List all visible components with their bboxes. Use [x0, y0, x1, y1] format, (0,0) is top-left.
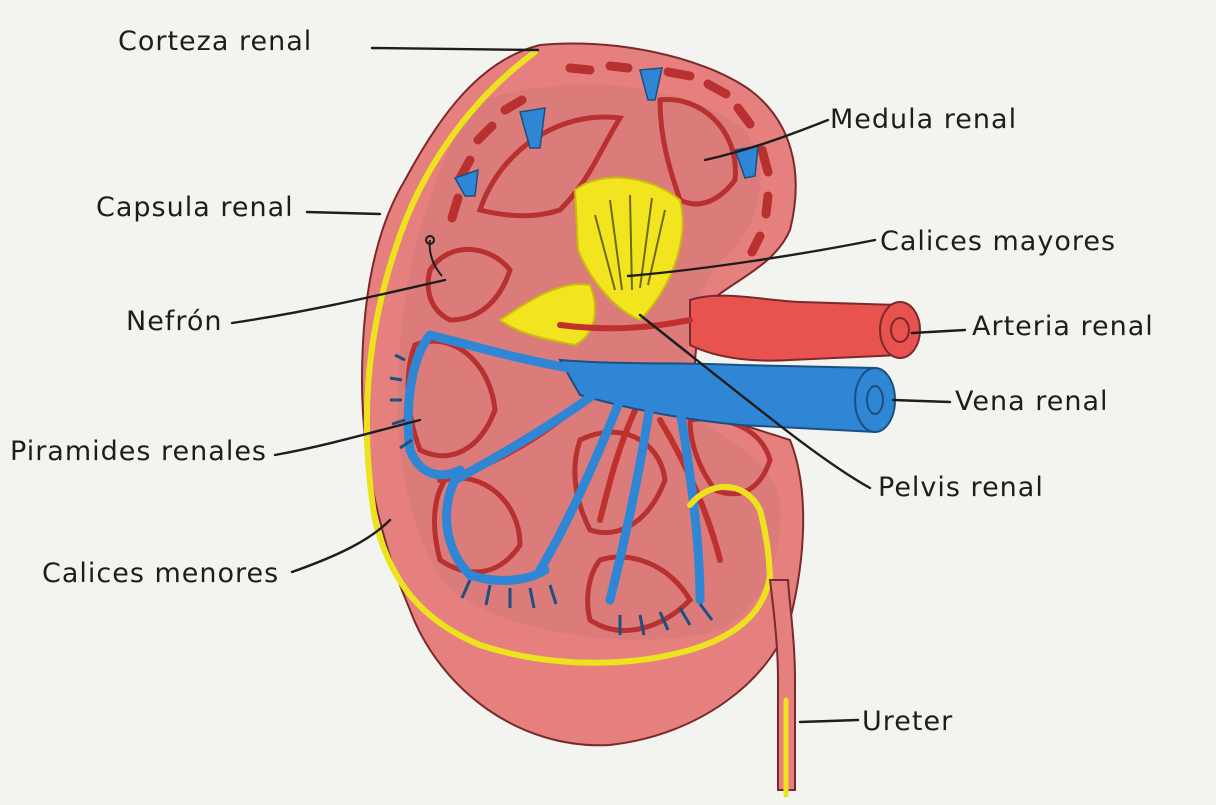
label-pelvis-renal: Pelvis renal	[878, 472, 1044, 503]
ureter	[770, 580, 795, 795]
label-arteria-renal: Arteria renal	[972, 311, 1154, 342]
label-vena-renal: Vena renal	[955, 386, 1109, 417]
label-corteza-renal: Corteza renal	[118, 26, 312, 57]
label-piramides-renales: Piramides renales	[10, 436, 267, 467]
label-calices-menores: Calices menores	[42, 558, 279, 589]
label-ureter: Ureter	[862, 706, 953, 737]
label-nefron: Nefrón	[126, 306, 222, 337]
label-capsula-renal: Capsula renal	[96, 192, 294, 223]
label-medula-renal: Medula renal	[830, 104, 1017, 135]
label-calices-mayores: Calices mayores	[880, 226, 1116, 257]
